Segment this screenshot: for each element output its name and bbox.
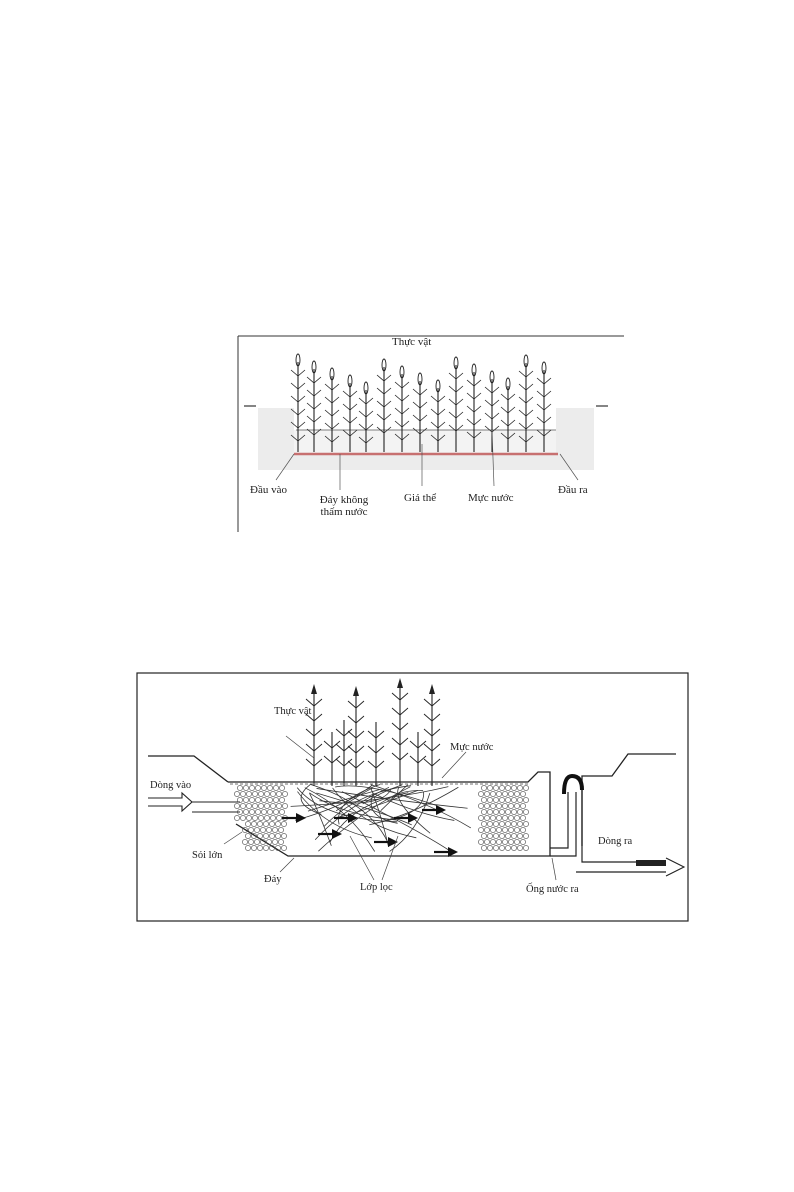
label-bottom: Đáy: [264, 874, 282, 886]
subsurface-flow-wetland-drawing: [136, 672, 689, 922]
label-water-level: Mực nước: [450, 742, 493, 754]
surface-flow-wetland-drawing: [236, 334, 626, 534]
subsurface-flow-wetland-diagram: Thực vật Mực nước Dòng vào Sỏi lớn Đáy L…: [136, 672, 689, 922]
label-outlet-pipe: Ống nước ra: [526, 884, 579, 896]
label-filter-layer: Lớp lọc: [360, 882, 393, 894]
label-outflow: Dòng ra: [598, 836, 632, 848]
frame-border: [137, 673, 688, 921]
label-outlet: Đầu ra: [558, 484, 588, 496]
substrate-layer: [294, 430, 556, 454]
label-water-level: Mực nước: [468, 492, 514, 504]
label-plants: Thực vật: [274, 706, 304, 718]
label-large-gravel: Sỏi lớn: [192, 850, 222, 862]
label-plants: Thực vật: [392, 336, 431, 348]
label-substrate: Giá thể: [404, 492, 436, 504]
label-impermeable-bottom: Đáy không thấm nước: [312, 494, 376, 518]
surface-flow-wetland-diagram: Thực vật Đầu vào Đáy không thấm nước Giá…: [236, 334, 626, 534]
label-inflow: Dòng vào: [150, 780, 191, 792]
label-inlet: Đầu vào: [250, 484, 287, 496]
